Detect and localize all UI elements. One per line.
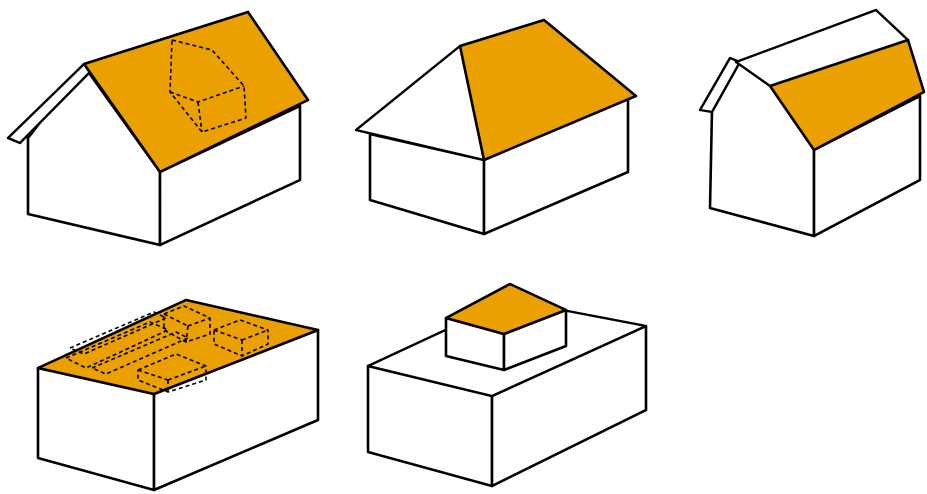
gable-roof-house: [6, 10, 310, 247]
gambrel-roof-house: [698, 8, 926, 238]
hip-roof-house: [354, 18, 638, 236]
rooftop-equipment-dashed: [65, 305, 269, 393]
gambrel-lower-plane: [768, 38, 926, 152]
flat-roof-with-penthouse: [366, 282, 648, 488]
penthouse-roof: [444, 282, 568, 336]
flat-roof-with-rooftop-equipment: [36, 298, 320, 492]
gable-roof-plane: [82, 10, 310, 174]
hip-right-plane: [458, 18, 638, 162]
gable-dashed-dormer-ridge: [197, 101, 203, 133]
